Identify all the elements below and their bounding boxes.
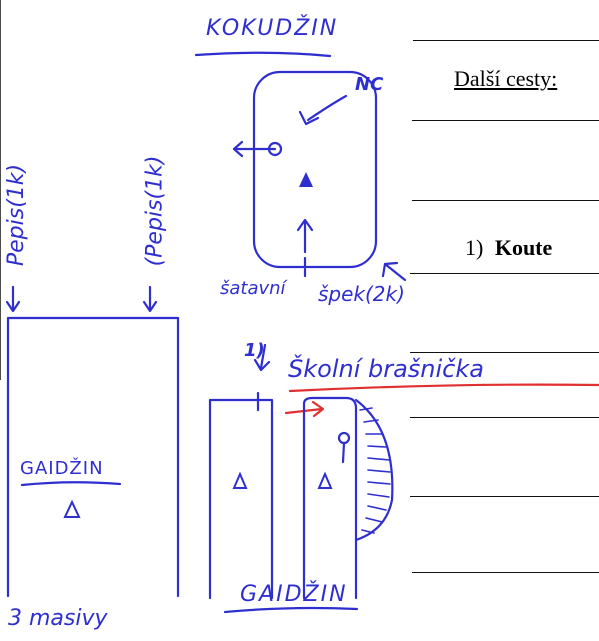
ruled-line [412, 200, 599, 201]
ruled-line [412, 120, 599, 121]
door-knob [337, 431, 351, 445]
red-arrow-head [311, 400, 325, 418]
door-stem [341, 441, 346, 464]
section-heading: Další cesty: [454, 66, 558, 91]
ruled-line [412, 572, 599, 573]
title-underline [194, 51, 332, 58]
left-box-triangle [63, 499, 81, 518]
left-box-title: GAIDŽIN [20, 458, 104, 479]
middle-map-title: Školní brašnička [288, 355, 484, 383]
red-underline [288, 383, 599, 393]
marker-arrow-head [253, 358, 271, 372]
corner-arrow-head [381, 261, 399, 278]
nc-arrow-head [298, 110, 320, 126]
corner-arrow [383, 262, 407, 282]
right-box-triangle [317, 471, 333, 489]
left-down-arrow-head [5, 300, 21, 313]
triangle-marker [299, 172, 313, 187]
left-box-title-underline [20, 481, 122, 487]
middle-box [208, 398, 274, 600]
side-label-right: (Pepis(1k) [142, 155, 168, 267]
marker-number-label: 1) [244, 340, 265, 361]
ruled-line [410, 417, 599, 418]
middle-map-footer: GAIDŽIN [240, 582, 348, 607]
top-map-footer-left: šatavní [220, 278, 286, 299]
top-map-footer-right: špek(2k) [318, 282, 405, 306]
entry-arrow-head [296, 218, 314, 232]
numbered-item: 1) Koute [465, 237, 552, 259]
door-swing-arc [354, 398, 394, 542]
item-number: 1) [465, 235, 484, 260]
bottom-underline [223, 606, 359, 614]
side-label-left: Pepis(1k) [4, 163, 30, 267]
ruled-line [410, 352, 599, 353]
middle-box-triangle [232, 471, 248, 489]
left-box [6, 316, 180, 598]
ruled-line [413, 40, 599, 41]
marker-arrow [259, 343, 267, 370]
left-box-footer: 3 masivy [8, 606, 108, 631]
top-map-title: KOKUDŽIN [206, 16, 339, 41]
exit-arrow-head [232, 140, 244, 158]
item-title: Koute [494, 235, 553, 260]
top-map-box [252, 70, 378, 269]
exit-arrow-dot [267, 141, 283, 157]
ruled-line [410, 273, 599, 274]
right-down-arrow-head [142, 300, 158, 313]
door-swing-hatches [359, 407, 391, 534]
nc-arrow [306, 94, 348, 122]
right-box [302, 396, 358, 600]
ruled-line [410, 496, 599, 497]
nc-marker-label: NC [355, 74, 384, 95]
